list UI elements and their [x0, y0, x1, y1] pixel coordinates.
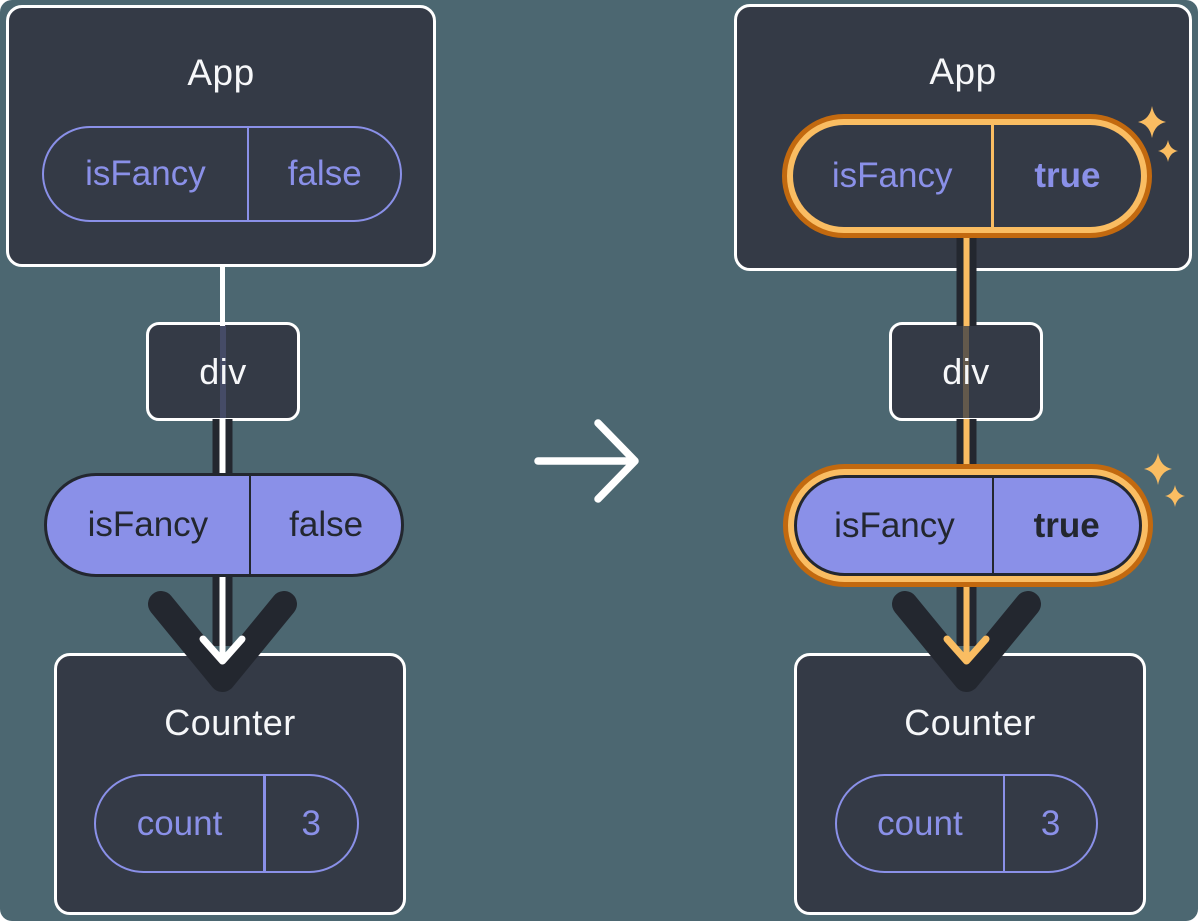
pill-divider — [991, 478, 995, 573]
after-counter-state-pill: count 3 — [835, 774, 1098, 873]
after-div-title: div — [942, 350, 990, 392]
state-key: isFancy — [831, 156, 953, 195]
highlight-ring: isFancy true — [787, 119, 1147, 233]
prop-key: isFancy — [834, 505, 955, 545]
prop-value: true — [1033, 505, 1100, 545]
pill-divider — [263, 776, 266, 871]
before-counter-title: Counter — [164, 702, 296, 743]
before-div-title: div — [199, 350, 247, 392]
after-app-state-pill-highlight: isFancy true — [782, 114, 1152, 238]
state-key: count — [136, 803, 223, 843]
before-div-pass-through-line — [220, 325, 226, 418]
prop-key: isFancy — [87, 505, 209, 544]
transition-right-arrow-icon — [534, 419, 639, 503]
state-value: 3 — [1040, 803, 1061, 843]
pill-divider — [1002, 776, 1006, 871]
after-app-state-pill: isFancy true — [793, 125, 1141, 227]
after-div-pass-through-line — [963, 325, 969, 418]
state-value: 3 — [301, 803, 321, 843]
before-counter-state-pill: count 3 — [94, 774, 359, 873]
before-app-title: App — [187, 52, 255, 93]
after-app-title: App — [929, 51, 997, 92]
prop-value: false — [289, 505, 364, 544]
before-prop-pill: isFancy false — [44, 473, 404, 577]
pill-divider — [246, 128, 250, 220]
pill-divider — [248, 476, 252, 574]
after-prop-pill-highlight: isFancy true — [783, 464, 1153, 587]
highlight-ring: isFancy true — [788, 469, 1148, 582]
before-div-card: div — [146, 322, 300, 421]
pill-divider — [991, 125, 994, 227]
before-counter-card: Counter — [54, 653, 406, 915]
sparkle-icon — [1144, 453, 1172, 485]
state-value: false — [287, 154, 362, 193]
state-value: true — [1034, 156, 1101, 195]
before-app-state-pill: isFancy false — [42, 126, 402, 222]
after-prop-pill: isFancy true — [794, 475, 1142, 576]
after-div-card: div — [889, 322, 1043, 421]
after-counter-title: Counter — [904, 702, 1036, 743]
state-key: isFancy — [85, 154, 206, 193]
state-key: count — [877, 803, 963, 843]
sparkle-icon — [1165, 485, 1185, 507]
